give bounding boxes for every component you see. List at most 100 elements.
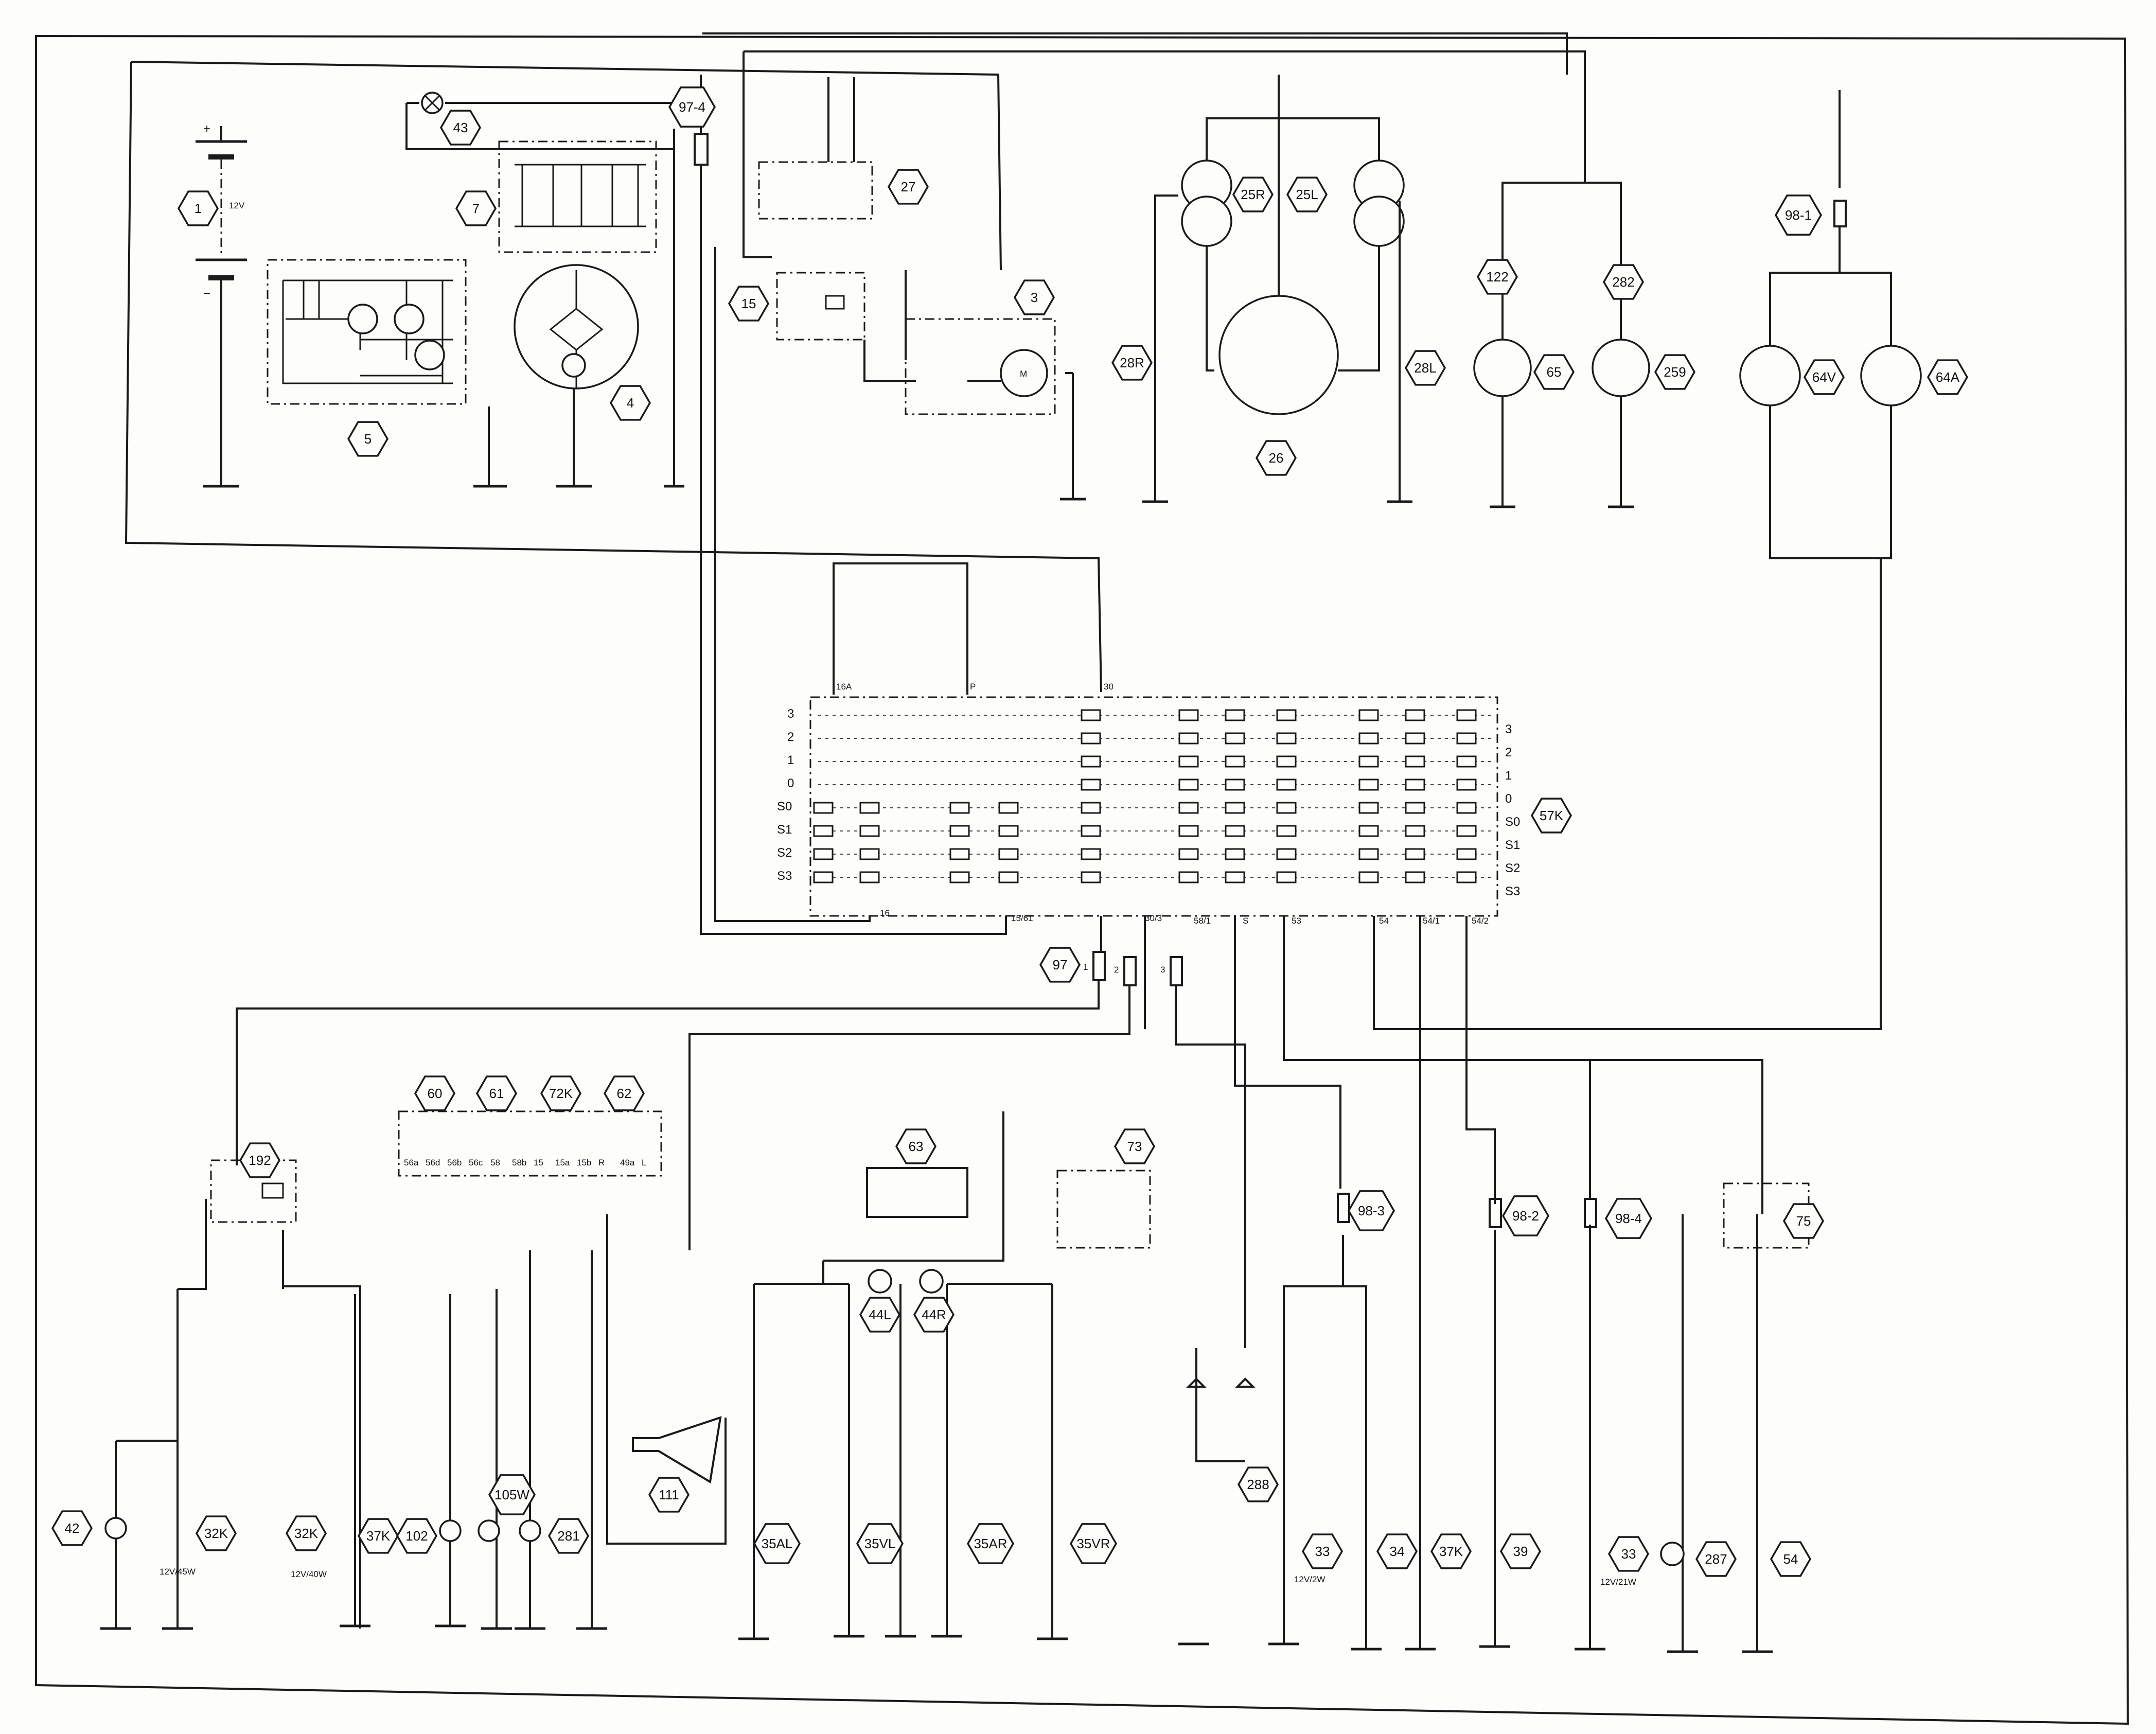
terminal-label: 16A	[836, 682, 852, 692]
switch-row-labels-left: 3 2 1 0 S0 S1 S2 S3	[777, 707, 794, 883]
component-label-text: 111	[659, 1487, 679, 1502]
switch-contact	[1178, 709, 1199, 721]
component-label-37K: 37K	[357, 1518, 399, 1554]
component-label-25R: 25R	[1232, 176, 1274, 213]
starter-box	[905, 318, 1056, 415]
component-label-54: 54	[1770, 1541, 1812, 1577]
component-label-4: 4	[609, 385, 651, 421]
lamp-281	[519, 1519, 541, 1542]
fuse-97-4	[694, 133, 709, 166]
component-label-57K: 57K	[1530, 798, 1572, 834]
component-label-text: 259	[1664, 364, 1686, 380]
switch-row-labels-right: 3 2 1 0 S0 S1 S2 S3	[1505, 722, 1520, 898]
switch-contact	[859, 802, 880, 814]
rating-label: 12V/40W	[291, 1569, 327, 1579]
component-label-282: 282	[1602, 264, 1645, 300]
component-label-text: 25R	[1241, 187, 1265, 202]
switch-contact	[1358, 825, 1379, 837]
headlamp-wiring	[1154, 75, 1401, 502]
component-label-98-2: 98-2	[1501, 1195, 1550, 1236]
switch-contact	[1081, 848, 1101, 860]
component-label-text: 105W	[494, 1487, 529, 1502]
switch-contact	[1358, 778, 1379, 791]
lower-left-harness	[115, 1199, 727, 1629]
connector-pin-label: 49a	[620, 1158, 635, 1167]
component-label-text: 98-1	[1785, 207, 1812, 223]
component-label-72K: 72K	[540, 1075, 582, 1111]
relay-27-box	[758, 161, 873, 220]
switch-contact	[1276, 709, 1297, 721]
relay-15-coil	[825, 295, 845, 310]
switch-contact	[1358, 709, 1379, 721]
connector-pin-label: 15a	[555, 1158, 570, 1167]
component-label-111: 111	[648, 1477, 690, 1513]
fuse-98-2	[1489, 1198, 1502, 1228]
component-label-35AL: 35AL	[753, 1523, 801, 1564]
component-label-5: 5	[347, 421, 389, 457]
switch-contact	[1225, 848, 1245, 860]
component-label-text: 7	[472, 201, 480, 216]
starter-motor-label: M	[1020, 369, 1027, 379]
component-label-32K: 32K	[195, 1515, 237, 1551]
switch-contact	[1358, 802, 1379, 814]
switch-row-label: 0	[787, 776, 794, 790]
component-label-text: 98-2	[1512, 1208, 1539, 1224]
switch-contact	[1081, 778, 1101, 791]
fuse-pin-label: 2	[1114, 965, 1119, 975]
terminal-label: 30/3	[1145, 913, 1162, 923]
lamp-102	[439, 1519, 462, 1542]
switch-contact	[1178, 871, 1199, 883]
switch-contact	[1456, 802, 1477, 814]
switch-contact	[1456, 848, 1477, 860]
component-label-text: 64V	[1812, 369, 1836, 385]
switch-75-box	[1723, 1182, 1810, 1249]
switch-contact	[1358, 732, 1379, 745]
component-label-text: 122	[1486, 269, 1508, 285]
component-label-259: 259	[1654, 354, 1696, 390]
component-label-98-1: 98-1	[1774, 194, 1823, 236]
switch-contact	[1178, 802, 1199, 814]
component-label-text: 44L	[869, 1307, 891, 1322]
transistor-1	[347, 304, 378, 334]
alternator-rotor	[561, 353, 586, 378]
lamp-bank-wiring	[753, 1111, 1053, 1639]
component-label-text: 34	[1390, 1544, 1405, 1559]
terminal-label: 58/1	[1194, 916, 1211, 926]
switch-contact	[1225, 802, 1245, 814]
component-label-text: 102	[405, 1528, 428, 1544]
component-label-73: 73	[1114, 1128, 1156, 1164]
switch-contact	[1276, 732, 1297, 745]
component-label-text: 1	[195, 201, 202, 216]
component-label-text: 32K	[204, 1526, 228, 1541]
relay-15-wiring	[714, 247, 916, 922]
component-label-28R: 28R	[1111, 345, 1153, 381]
component-label-32K: 32K	[285, 1515, 327, 1551]
switch-contact	[1405, 732, 1425, 745]
switch-row-label: 3	[1505, 722, 1512, 736]
component-label-text: 97-4	[679, 99, 705, 115]
starter-motor	[1000, 349, 1048, 397]
fuse-97-1	[1092, 951, 1106, 981]
component-label-text: 75	[1796, 1213, 1811, 1229]
lamp-42	[104, 1517, 127, 1540]
connector-block	[398, 1110, 662, 1177]
connector-pin-label: 56b	[447, 1158, 462, 1167]
component-label-35AR: 35AR	[966, 1523, 1015, 1564]
switch-contact	[949, 871, 970, 883]
regulator-box	[267, 259, 467, 405]
switch-row-label: S0	[777, 800, 792, 813]
diode-pair	[1186, 1348, 1256, 1462]
main-supply-loop	[125, 61, 1102, 693]
switch-row-label: 1	[787, 753, 794, 767]
component-label-42: 42	[51, 1510, 93, 1546]
rectifier-box	[498, 140, 657, 253]
component-label-text: 15	[741, 296, 756, 311]
component-label-text: 35VL	[864, 1536, 896, 1551]
component-label-text: 26	[1269, 450, 1284, 466]
component-label-287: 287	[1695, 1541, 1737, 1577]
switch-contact	[998, 825, 1019, 837]
switch-contact	[1225, 755, 1245, 768]
component-label-33: 33	[1301, 1533, 1344, 1569]
component-label-281: 281	[547, 1518, 590, 1554]
